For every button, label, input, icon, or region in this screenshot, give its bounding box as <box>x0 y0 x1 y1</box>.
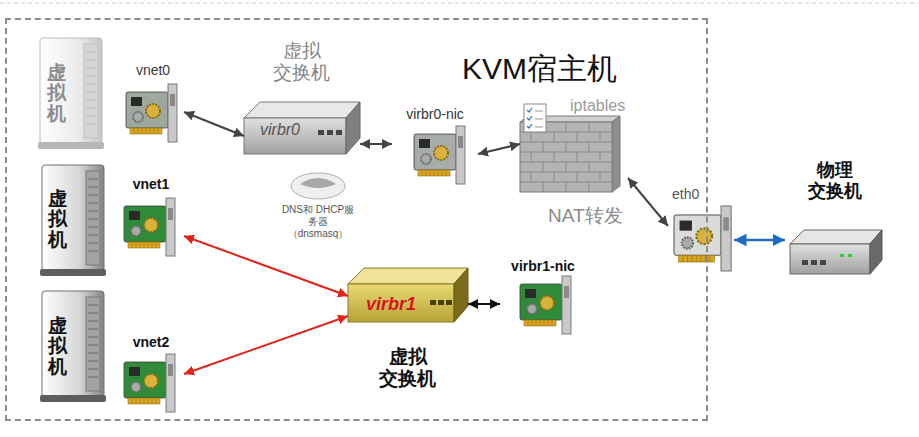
connector-arrow <box>184 316 348 374</box>
dnsmasq-icon <box>300 178 336 188</box>
node-label: vnet2 <box>133 334 170 351</box>
firewall-icon <box>520 132 612 182</box>
firewall-icon <box>535 111 543 127</box>
switch-icon <box>790 244 870 274</box>
connector-arrow <box>478 144 520 154</box>
firewall-icon <box>527 108 532 128</box>
switch-box: virbr1 虚拟 交换机 <box>348 266 468 390</box>
switch-box: 虚拟 交换机 virbr0 <box>244 40 360 168</box>
node-label: 虚拟 交换机 <box>272 40 333 84</box>
switch-icon <box>244 118 346 154</box>
page-rule <box>0 3 919 4</box>
switch-icon <box>244 102 360 154</box>
node-label: eth0 <box>672 186 699 203</box>
nic-box: vnet0 <box>122 62 184 144</box>
node-label: virbr0-nic <box>406 106 464 123</box>
connector-arrow <box>360 143 392 145</box>
dnsmasq-icon <box>291 173 345 199</box>
firewall-icon <box>520 104 620 192</box>
vm-box: 虚拟机 <box>40 163 108 277</box>
connector-group <box>184 112 785 374</box>
switch-icon <box>346 102 360 154</box>
switch-icon <box>840 254 844 257</box>
node-label: vnet1 <box>133 176 170 193</box>
switch-icon <box>870 230 882 274</box>
nic-box: eth0 <box>668 186 734 272</box>
nic-box: vnet2 <box>118 334 184 414</box>
connector-arrow <box>184 112 244 136</box>
switch-icon <box>348 268 468 284</box>
switch-icon <box>430 300 452 305</box>
switch-icon <box>348 268 468 322</box>
node-label: 虚拟机 <box>48 316 67 379</box>
node-label: 物理 交换机 <box>806 160 864 201</box>
nic-icon <box>414 126 465 184</box>
node-label: 虚拟机 <box>47 63 66 126</box>
node-label: vnet0 <box>136 62 170 79</box>
node-label: KVM宿主机 <box>462 51 617 87</box>
nic-box: virbr1-nic <box>500 258 586 336</box>
nic-icon <box>674 206 731 271</box>
connector-arrow <box>468 303 500 305</box>
switch-icon <box>790 230 882 244</box>
node-label: virbr0 <box>260 120 300 139</box>
switch-box: 物理 交换机 <box>785 160 885 278</box>
node-label: iptables <box>570 96 625 115</box>
switch-icon <box>802 260 826 265</box>
vm-server-icon <box>38 38 104 149</box>
nic-box: virbr0-nic <box>392 106 478 184</box>
node-label: virbr1 <box>366 294 416 316</box>
node-label: 虚拟 交换机 <box>378 346 439 390</box>
vm-server-icon <box>40 165 106 276</box>
annotation-text: DNS和 DHCP服务器 （dnsmasq） <box>281 204 355 240</box>
nic-icon <box>126 84 177 142</box>
vm-box: 虚拟机 <box>38 36 108 152</box>
switch-icon <box>848 254 852 257</box>
switch-icon <box>244 102 360 118</box>
connector-arrow <box>628 178 668 226</box>
connector-arrow <box>184 236 348 296</box>
switch-icon <box>454 268 468 322</box>
firewall-icon <box>612 116 620 192</box>
firewall-box: iptables <box>520 96 628 194</box>
nic-box: vnet1 <box>118 176 184 264</box>
dnsmasq-icon <box>291 173 345 199</box>
node-label: 虚拟机 <box>48 189 67 252</box>
switch-icon <box>348 284 454 322</box>
nic-icon <box>124 198 175 256</box>
vm-box: 虚拟机 <box>40 288 108 406</box>
node-label: virbr1-nic <box>511 258 575 275</box>
switch-icon <box>318 130 342 135</box>
switch-icon <box>790 230 882 274</box>
nic-icon <box>124 354 175 412</box>
nic-icon <box>520 276 571 334</box>
connector-arrow <box>734 239 785 242</box>
vm-server-icon <box>40 291 106 402</box>
annotation-text: NAT转发 <box>548 205 623 228</box>
firewall-icon <box>524 104 546 132</box>
